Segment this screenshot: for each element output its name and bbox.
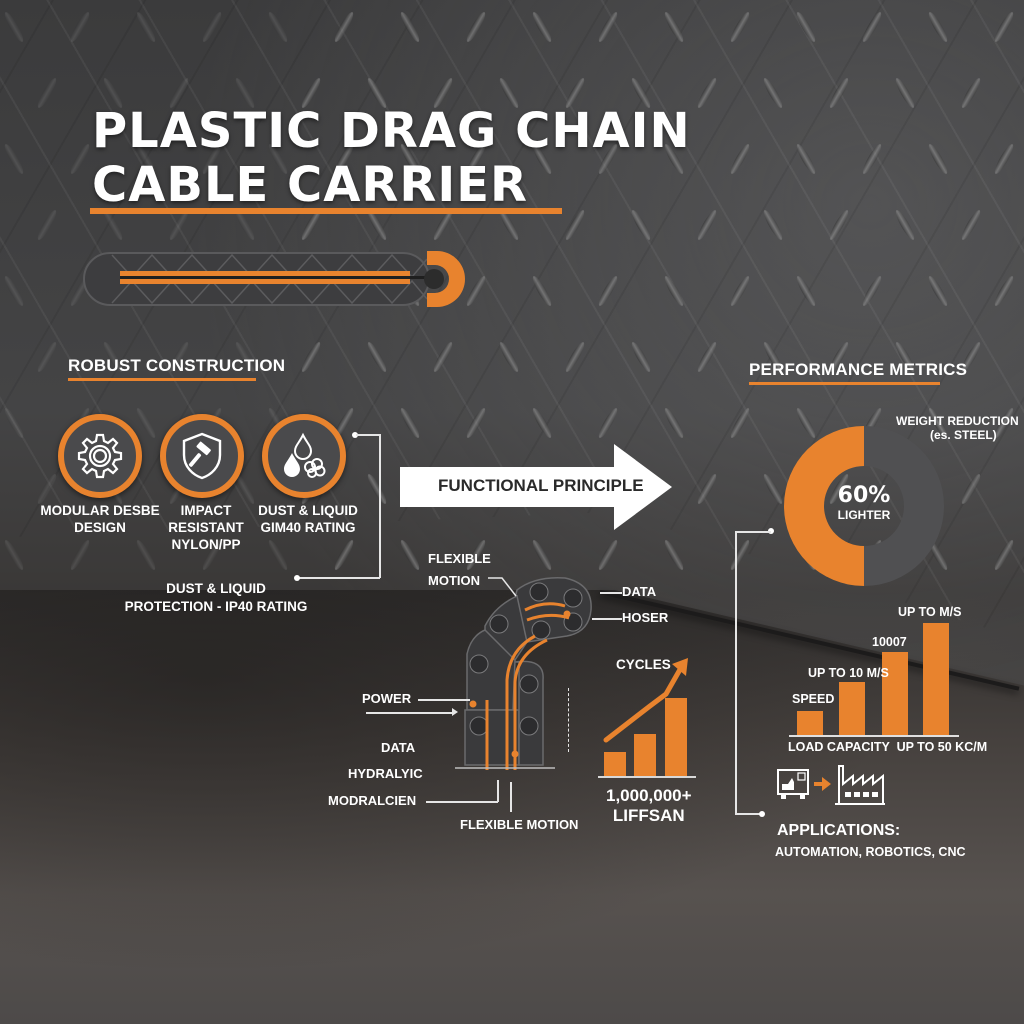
functional-principle-label: FUNCTIONAL PRINCIPLE xyxy=(438,476,644,495)
performance-metrics-heading: PERFORMANCE METRICS xyxy=(749,360,968,379)
hoser-callout: HOSER xyxy=(622,610,669,625)
power-callout: POWER xyxy=(362,691,412,706)
connector-line xyxy=(735,531,737,814)
callout-line xyxy=(488,577,517,597)
hydraulic-callout: HYDRALYIC xyxy=(348,766,423,781)
connector-line xyxy=(735,531,771,533)
impact-resistant-label: IMPACT RESISTANT NYLON/PP xyxy=(168,503,244,552)
page-title: PLASTIC DRAG CHAIN CABLE CARRIER xyxy=(92,103,691,213)
trend-arrow-icon xyxy=(603,658,688,743)
data-callout-left: DATA xyxy=(381,740,416,755)
tread-bump xyxy=(530,538,554,572)
callout-line xyxy=(592,618,622,620)
tread-bump xyxy=(662,538,686,572)
cycles-axis xyxy=(598,776,696,778)
cycles-bar-2 xyxy=(634,734,656,777)
gear-icon xyxy=(77,433,123,479)
cycles-label: CYCLES xyxy=(616,657,671,672)
cycles-bar-1 xyxy=(604,752,626,777)
up-to-ms-bar xyxy=(923,623,949,735)
data-callout-right: DATA xyxy=(622,584,657,599)
modralcien-callout: MODRALCIEN xyxy=(328,793,417,808)
connector-line xyxy=(379,434,381,578)
robust-construction-heading: ROBUST CONSTRUCTION xyxy=(68,356,286,375)
arrow-right-icon xyxy=(814,782,824,786)
applications-list: AUTOMATION, ROBOTICS, CNC xyxy=(775,845,966,859)
robust-construction-underline xyxy=(68,378,256,381)
load-capacity-caption: LOAD CAPACITY UP TO 50 KC/M xyxy=(788,740,988,754)
tread-bump xyxy=(68,538,92,572)
up-to-10-bar xyxy=(839,682,865,735)
dashed-guide-line xyxy=(568,688,569,752)
flexible-motion-callout: FLEXIBLE MOTION xyxy=(428,551,491,588)
machine-icon xyxy=(777,769,809,799)
weight-donut-chart xyxy=(784,426,944,586)
arrow-right-icon-head xyxy=(822,777,831,791)
cycles-value: 1,000,000+ LIFFSAN xyxy=(606,786,692,825)
modular-design-badge xyxy=(58,414,142,498)
connector-dot xyxy=(294,575,300,581)
modular-design-label: MODULAR DESBE DESIGN xyxy=(40,503,160,535)
donut-center-label: 60% LIGHTER xyxy=(837,483,891,523)
connector-dot xyxy=(352,432,358,438)
impact-resistant-badge xyxy=(160,414,244,498)
pointer-arrow-line xyxy=(366,712,454,714)
droplets-dust-icon xyxy=(284,432,326,478)
flexible-motion-bottom-callout: FLEXIBLE MOTION xyxy=(460,817,579,832)
callout-line xyxy=(600,592,622,594)
speed-bar xyxy=(797,711,823,735)
title-underline xyxy=(90,208,562,214)
tread-bump xyxy=(266,538,290,572)
tread-bump xyxy=(2,538,26,572)
connector-line xyxy=(356,434,380,436)
connector-line xyxy=(735,813,761,815)
drag-chain-illustration xyxy=(83,251,465,307)
callout-line xyxy=(426,801,498,803)
bar-10007 xyxy=(882,652,908,735)
cycles-bar-3 xyxy=(665,698,687,777)
arrow-right-icon xyxy=(452,708,458,716)
callout-line xyxy=(497,780,499,802)
dust-liquid-label: DUST & LIQUID GIM40 RATING xyxy=(258,503,358,535)
weight-reduction-label: WEIGHT REDUCTION (es. STEEL) xyxy=(896,414,1019,442)
callout-line xyxy=(510,782,512,812)
connector-dot xyxy=(759,811,765,817)
articulated-chain-illustration xyxy=(455,577,592,770)
bar-10007-label: 10007 xyxy=(872,635,907,649)
metrics-axis xyxy=(789,735,959,737)
tread-bump xyxy=(398,538,422,572)
factory-icon xyxy=(835,765,885,805)
connector-dot xyxy=(768,528,774,534)
speed-label: SPEED xyxy=(792,692,835,706)
up-to-ms-label: UP TO M/S xyxy=(898,605,962,619)
performance-metrics-underline xyxy=(749,382,940,385)
tread-bump xyxy=(332,538,356,572)
up-to-10-label: UP TO 10 M/S xyxy=(808,666,889,680)
tread-bump xyxy=(596,538,620,572)
applications-heading: APPLICATIONS: xyxy=(777,822,901,839)
functional-principle-arrow xyxy=(400,444,672,530)
callout-line xyxy=(418,699,470,701)
connector-line xyxy=(298,577,380,579)
shield-hammer-icon xyxy=(182,432,222,480)
dust-liquid-badge xyxy=(262,414,346,498)
